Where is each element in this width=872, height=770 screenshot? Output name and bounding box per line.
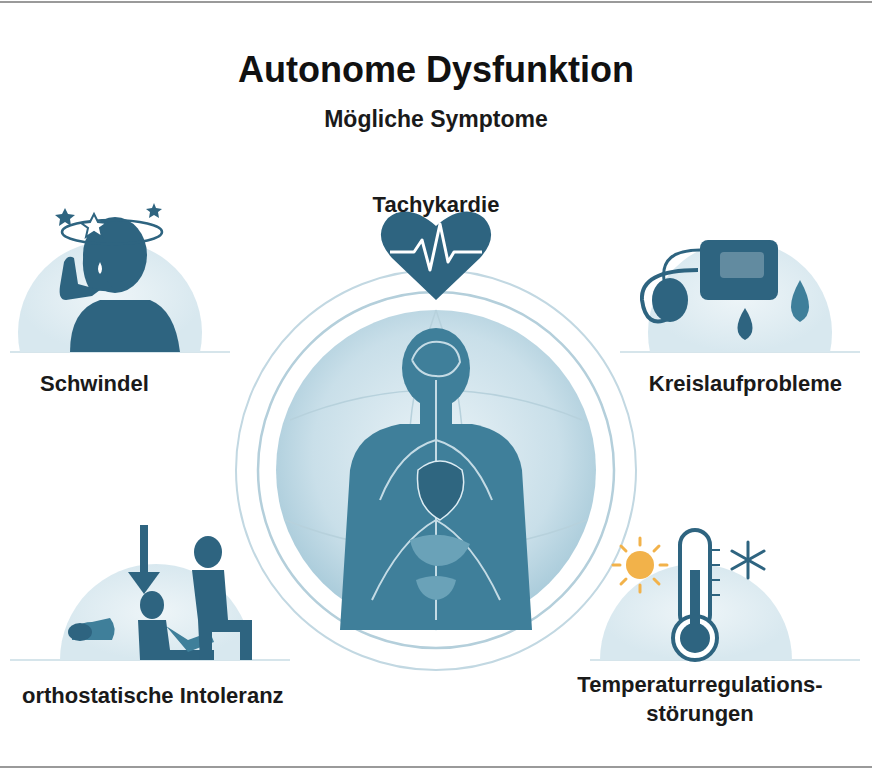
symptom-label: orthostatische Intoleranz [22,682,284,711]
symptom-label: Tachykardie [373,191,500,220]
symptom-label: Schwindel [40,370,149,399]
symptom-label: Temperaturregulations- störungen [575,671,825,728]
symptom-label: Kreislaufprobleme [649,370,842,399]
subtitle: Mögliche Symptome [324,105,548,135]
diagram-title: Autonome Dysfunktion [238,49,634,91]
